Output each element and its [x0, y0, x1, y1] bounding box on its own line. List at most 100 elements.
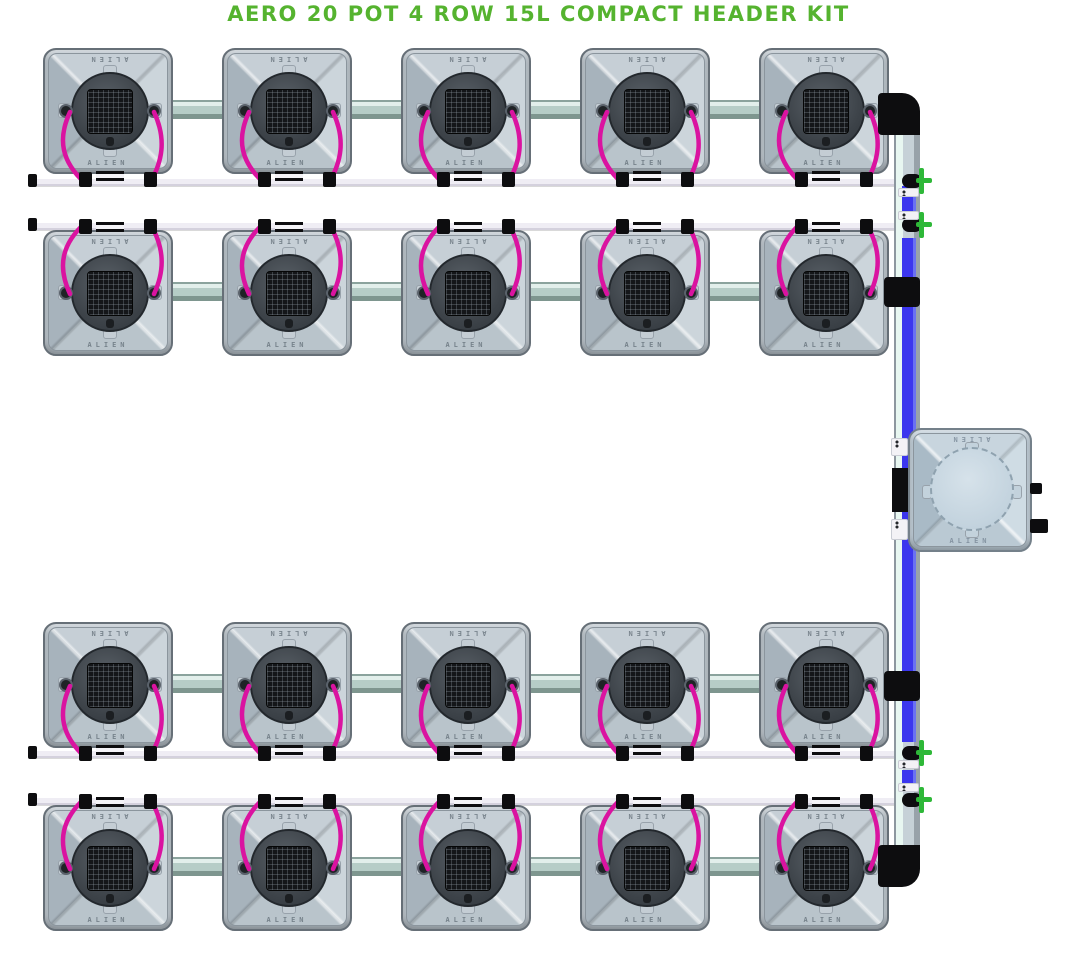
tube-connector-right [323, 746, 336, 761]
brand-embossed-label-top: ALIEN [266, 237, 308, 245]
brand-embossed-label-bottom: ALIEN [87, 159, 129, 167]
tube-connector-left [437, 746, 450, 761]
tube-connector-left [79, 219, 92, 234]
tube-port-right [507, 680, 517, 690]
tube-connector-left [258, 172, 271, 187]
tube-connector-left [79, 172, 92, 187]
tube-port-left [777, 680, 787, 690]
tube-connector-right [860, 172, 873, 187]
tube-connector-right [681, 172, 694, 187]
pipe-union-fitting [812, 797, 840, 807]
feed-elbow-row-1 [878, 93, 920, 135]
tube-port-left [777, 288, 787, 298]
tube-port-right [149, 863, 159, 873]
tube-connector-right [860, 746, 873, 761]
tube-port-left [777, 863, 787, 873]
tube-connector-right [860, 219, 873, 234]
tube-connector-left [616, 219, 629, 234]
tube-connector-right [144, 172, 157, 187]
pipe-union-fitting [454, 222, 482, 232]
brand-embossed-label-bottom: ALIEN [266, 341, 308, 349]
tube-connector-left [437, 219, 450, 234]
brand-embossed-label-bottom: ALIEN [624, 733, 666, 741]
tube-port-right [328, 680, 338, 690]
pipe-union-fitting [633, 222, 661, 232]
mesh-basket [624, 846, 670, 891]
tube-connector-right [144, 794, 157, 809]
tube-connector-right [502, 219, 515, 234]
drain-hole [106, 137, 114, 146]
return-junction-cap-row-2 [902, 218, 922, 232]
pipe-union-fitting [633, 797, 661, 807]
brand-embossed-label-top: ALIEN [624, 55, 666, 63]
tube-connector-left [437, 172, 450, 187]
reservoir-outlet-upper [1030, 483, 1042, 494]
tube-connector-right [502, 794, 515, 809]
return-pipe-endcap-row-1 [28, 174, 37, 187]
drain-hole [285, 711, 293, 720]
tube-port-left [419, 863, 429, 873]
tube-port-right [328, 863, 338, 873]
drain-hole [106, 711, 114, 720]
drain-hole [643, 894, 651, 903]
tube-connector-right [681, 219, 694, 234]
brand-embossed-label-top: ALIEN [87, 629, 129, 637]
green-clamp-horizontal-row-2 [916, 222, 932, 227]
drain-hole [464, 319, 472, 328]
tube-port-right [686, 680, 696, 690]
header-grommet-lower [891, 519, 908, 540]
tube-connector-left [616, 172, 629, 187]
drain-hole [106, 894, 114, 903]
brand-embossed-label-top: ALIEN [266, 629, 308, 637]
brand-embossed-label-top: ALIEN [624, 237, 666, 245]
drain-hole [643, 137, 651, 146]
return-junction-cap-row-1 [902, 174, 922, 188]
drain-hole [822, 319, 830, 328]
green-clamp-horizontal-row-4 [916, 797, 932, 802]
tube-connector-right [323, 219, 336, 234]
drain-hole [464, 711, 472, 720]
tube-port-left [61, 106, 71, 116]
brand-embossed-label-bottom: ALIEN [803, 341, 845, 349]
tube-connector-left [795, 219, 808, 234]
tube-connector-left [795, 794, 808, 809]
brand-embossed-label-top: ALIEN [445, 812, 487, 820]
header-pipe-band-2 [898, 211, 919, 220]
tube-port-left [240, 288, 250, 298]
return-pipe-endcap-row-4 [28, 793, 37, 806]
brand-embossed-label-bottom: ALIEN [87, 916, 129, 924]
tube-port-left [61, 863, 71, 873]
brand-embossed-label-bottom: ALIEN [266, 916, 308, 924]
tube-port-right [149, 288, 159, 298]
tube-port-left [240, 863, 250, 873]
return-junction-cap-row-4 [902, 793, 922, 807]
pipe-union-fitting [812, 745, 840, 755]
brand-embossed-label-bottom: ALIEN [445, 159, 487, 167]
mesh-basket [87, 846, 133, 891]
mesh-basket [624, 89, 670, 134]
pipe-union-fitting [96, 745, 124, 755]
return-pipe-endcap-row-3 [28, 746, 37, 759]
brand-embossed-label-top: ALIEN [803, 812, 845, 820]
tube-connector-left [79, 794, 92, 809]
return-pipe-endcap-row-2 [28, 218, 37, 231]
drain-hole [285, 319, 293, 328]
green-clamp-horizontal-row-3 [916, 750, 932, 755]
brand-embossed-label-bottom: ALIEN [445, 733, 487, 741]
drain-hole [822, 894, 830, 903]
mesh-basket [266, 663, 312, 708]
pipe-union-fitting [454, 745, 482, 755]
mesh-basket [445, 663, 491, 708]
mesh-basket [803, 89, 849, 134]
pipe-union-fitting [275, 222, 303, 232]
tube-connector-right [144, 219, 157, 234]
